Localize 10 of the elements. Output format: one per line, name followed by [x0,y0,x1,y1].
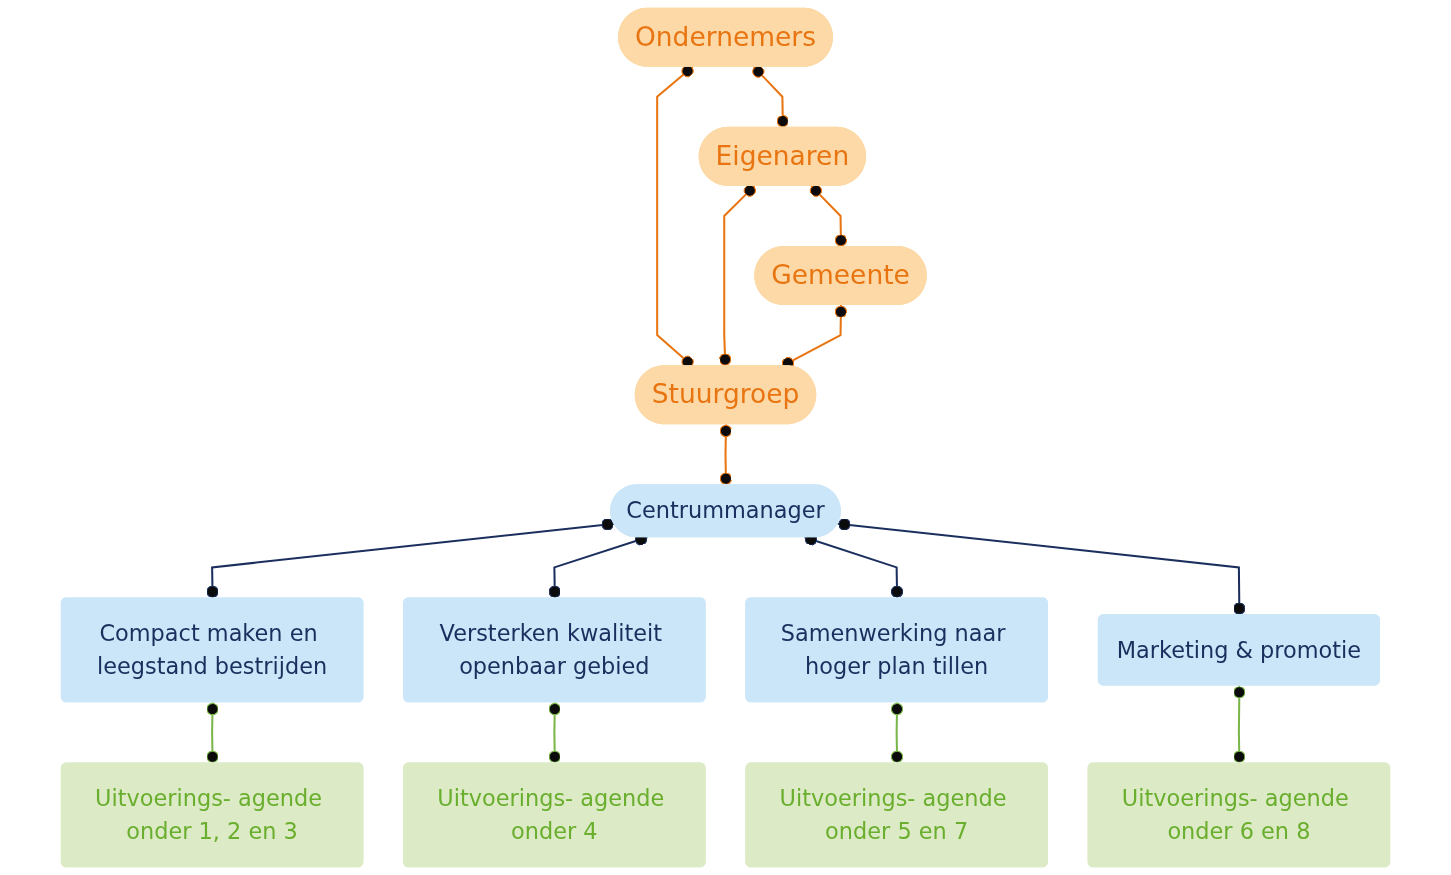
connector [890,702,904,764]
connector [719,424,733,486]
connector [548,702,561,764]
connector [206,518,615,599]
connector [837,518,1246,616]
connector [809,184,848,248]
connector [752,65,789,128]
connector [206,702,219,764]
connector [719,184,756,367]
connector [1233,685,1246,764]
